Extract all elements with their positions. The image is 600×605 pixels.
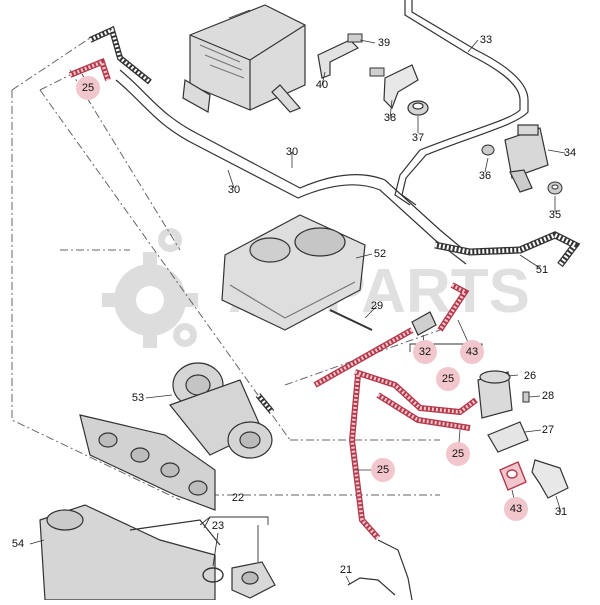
callout-22: 22 [232,492,244,504]
pipe-group [115,0,529,265]
hose-25-top [88,25,152,85]
callout-54: 54 [12,538,24,550]
callout-31: 31 [555,506,567,518]
hose-25-highlighted-middle [313,282,478,540]
badge-25-top [76,76,100,100]
intake-manifold-54 [39,504,221,601]
callout-35: 35 [549,209,561,221]
turbocharger-53 [169,362,273,459]
connector-32 [411,311,437,336]
bolt-28 [522,391,530,403]
callout-40: 40 [316,79,328,91]
callout-53: 53 [132,392,144,404]
callout-43: 43 [510,503,522,515]
callout-36: 36 [479,170,491,182]
gear-icon [102,228,198,348]
pipe-33-outer [394,0,521,206]
grommet-37 [407,100,429,116]
badge-43-upper [460,340,484,364]
valve-34 [504,124,549,193]
bracket-40 [317,39,360,79]
callout-38: 38 [384,112,396,124]
badge-25-middle [436,367,460,391]
highlight-badges [76,76,528,521]
callout-34: 34 [564,147,576,159]
pipe-30-upper [119,69,471,256]
callout-25: 25 [452,448,464,460]
callout-25: 25 [442,373,454,385]
callout-26: 26 [524,370,536,382]
cylinder-head-cover-52 [221,214,366,331]
rod-29 [329,309,373,331]
air-filter-housing [182,4,306,113]
callout-43: 43 [466,346,478,358]
pipe-small [255,393,275,414]
bracket-31 [531,459,569,499]
callout-30: 30 [228,184,240,196]
pipe-30-lower [115,79,467,265]
badge-32 [413,340,437,364]
bracket-27 [487,421,529,453]
pipe-33-inner [401,0,529,206]
grommet-35 [547,181,563,195]
callout-30: 30 [286,146,298,158]
exhaust-manifold [79,414,216,511]
callout-25: 25 [82,82,94,94]
callout-21: 21 [340,564,352,576]
callout-28: 28 [542,390,554,402]
callout-33: 33 [480,34,492,46]
hose-51 [434,231,581,268]
callout-23: 23 [212,520,224,532]
badge-43-lower [504,497,528,521]
callout-25: 25 [377,464,389,476]
badge-25-right [446,442,470,466]
callout-51: 51 [536,264,548,276]
valve-26 [477,370,513,419]
pipe-21 [347,539,413,601]
callout-32: 32 [419,346,431,358]
callout-27: 27 [542,424,554,436]
bracket-38 [383,64,419,110]
bracket-lines [199,343,483,567]
callout-37: 37 [412,132,424,144]
boundary-lines [11,37,441,501]
part-43-highlighted [499,461,527,491]
callouts: 25 39 33 40 38 37 30 30 34 36 35 52 51 2… [12,34,576,576]
grommet-36 [481,144,495,156]
callout-52: 52 [374,248,386,260]
flange-22 [231,561,276,599]
o-ring-23 [202,567,224,583]
bolt-39 [347,33,385,77]
badge-25-center [371,458,395,482]
callout-29: 29 [371,300,383,312]
hose-25-highlighted-top [68,58,111,81]
callout-39: 39 [378,37,390,49]
